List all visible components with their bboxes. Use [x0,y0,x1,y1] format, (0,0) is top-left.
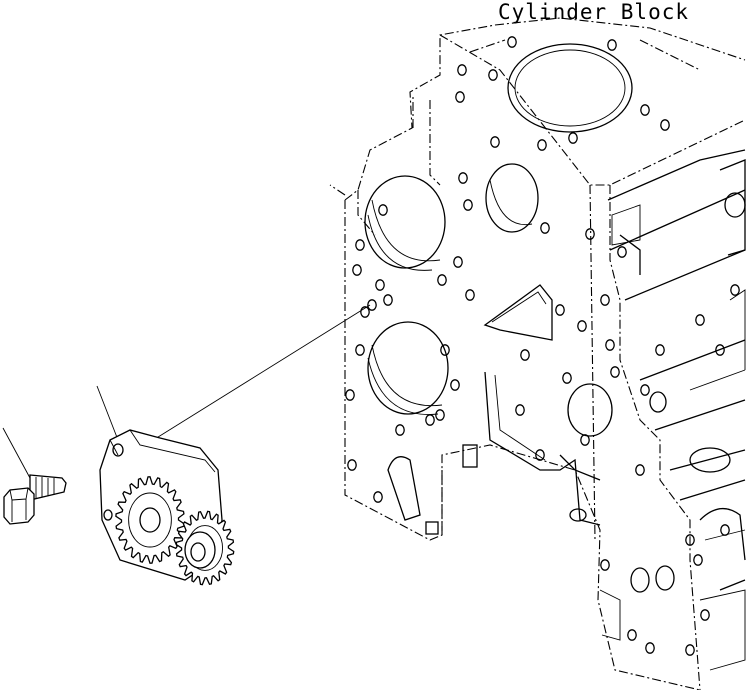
bolt-hole [345,389,355,401]
bolt-hole [458,172,468,184]
bolt-hole [515,404,525,416]
oil-pump-icon [99,429,235,586]
bolt-hole [440,344,450,356]
bolt-hole [720,524,730,536]
bolt-hole [685,534,695,546]
pump-leader-line [96,385,119,441]
bolt-hole [607,39,617,51]
bolt-hole [600,294,610,306]
bolt-hole [437,274,447,286]
bolt-hole [715,344,725,356]
bolt-hole [373,491,383,503]
bolt-hole [585,228,595,240]
cylinder-block-icon [329,17,746,690]
gear-hub [128,492,172,548]
bolt-hole [540,222,550,234]
bolt-hole [568,132,578,144]
bolt-hole [352,264,362,276]
cylinder-block-label: Cylinder Block [498,0,690,24]
bolt-hole [645,642,655,654]
bolt-hole [627,629,637,641]
bolt-hole [655,344,665,356]
bolt-hole [605,339,615,351]
bolt-hole [693,554,703,566]
bolt-hole [450,379,460,391]
bolt-hole [347,459,357,471]
bolt-hole [695,314,705,326]
bolt-hole [355,344,365,356]
bolt-hole-group [345,36,740,656]
bolt-hole [453,256,463,268]
bolt-hole [537,139,547,151]
bolt-hole [520,349,530,361]
gear-teeth [115,476,185,564]
bolt-hole [488,69,498,81]
bolt-hole [355,239,365,251]
bolt-hole [600,559,610,571]
bolt-hole [435,409,445,421]
bolt-hole [685,644,695,656]
bolt-hole [700,609,710,621]
bolt-leader-line [2,427,31,479]
bolt-hole [367,299,377,311]
drive-gear [115,476,185,564]
bolt-hole [455,91,465,103]
bolt-hole [660,119,670,131]
bolt-hole [378,204,388,216]
bolt-hole [635,464,645,476]
bolt-hole [463,199,473,211]
bolt-hole [640,384,650,396]
bolt-hole [580,434,590,446]
bolt-hole [360,306,370,318]
bolt-hole [507,36,517,48]
bolt-hole [457,64,467,76]
bolt-hole [610,366,620,378]
bolt-hole [425,414,435,426]
bolt-hole [640,104,650,116]
bolt-hole [490,136,500,148]
bolt-hole [555,304,565,316]
bolt-hole [577,320,587,332]
bolt-icon [3,474,67,525]
bolt-hole [383,294,393,306]
bolt-hole [465,289,475,301]
bolt-hole [730,284,740,296]
bolt-hole [617,246,627,258]
alignment-line [117,304,371,463]
bolt-hole [562,372,572,384]
bolt-hole [375,279,385,291]
bolt-hole [395,424,405,436]
bolt-hole [535,449,545,461]
